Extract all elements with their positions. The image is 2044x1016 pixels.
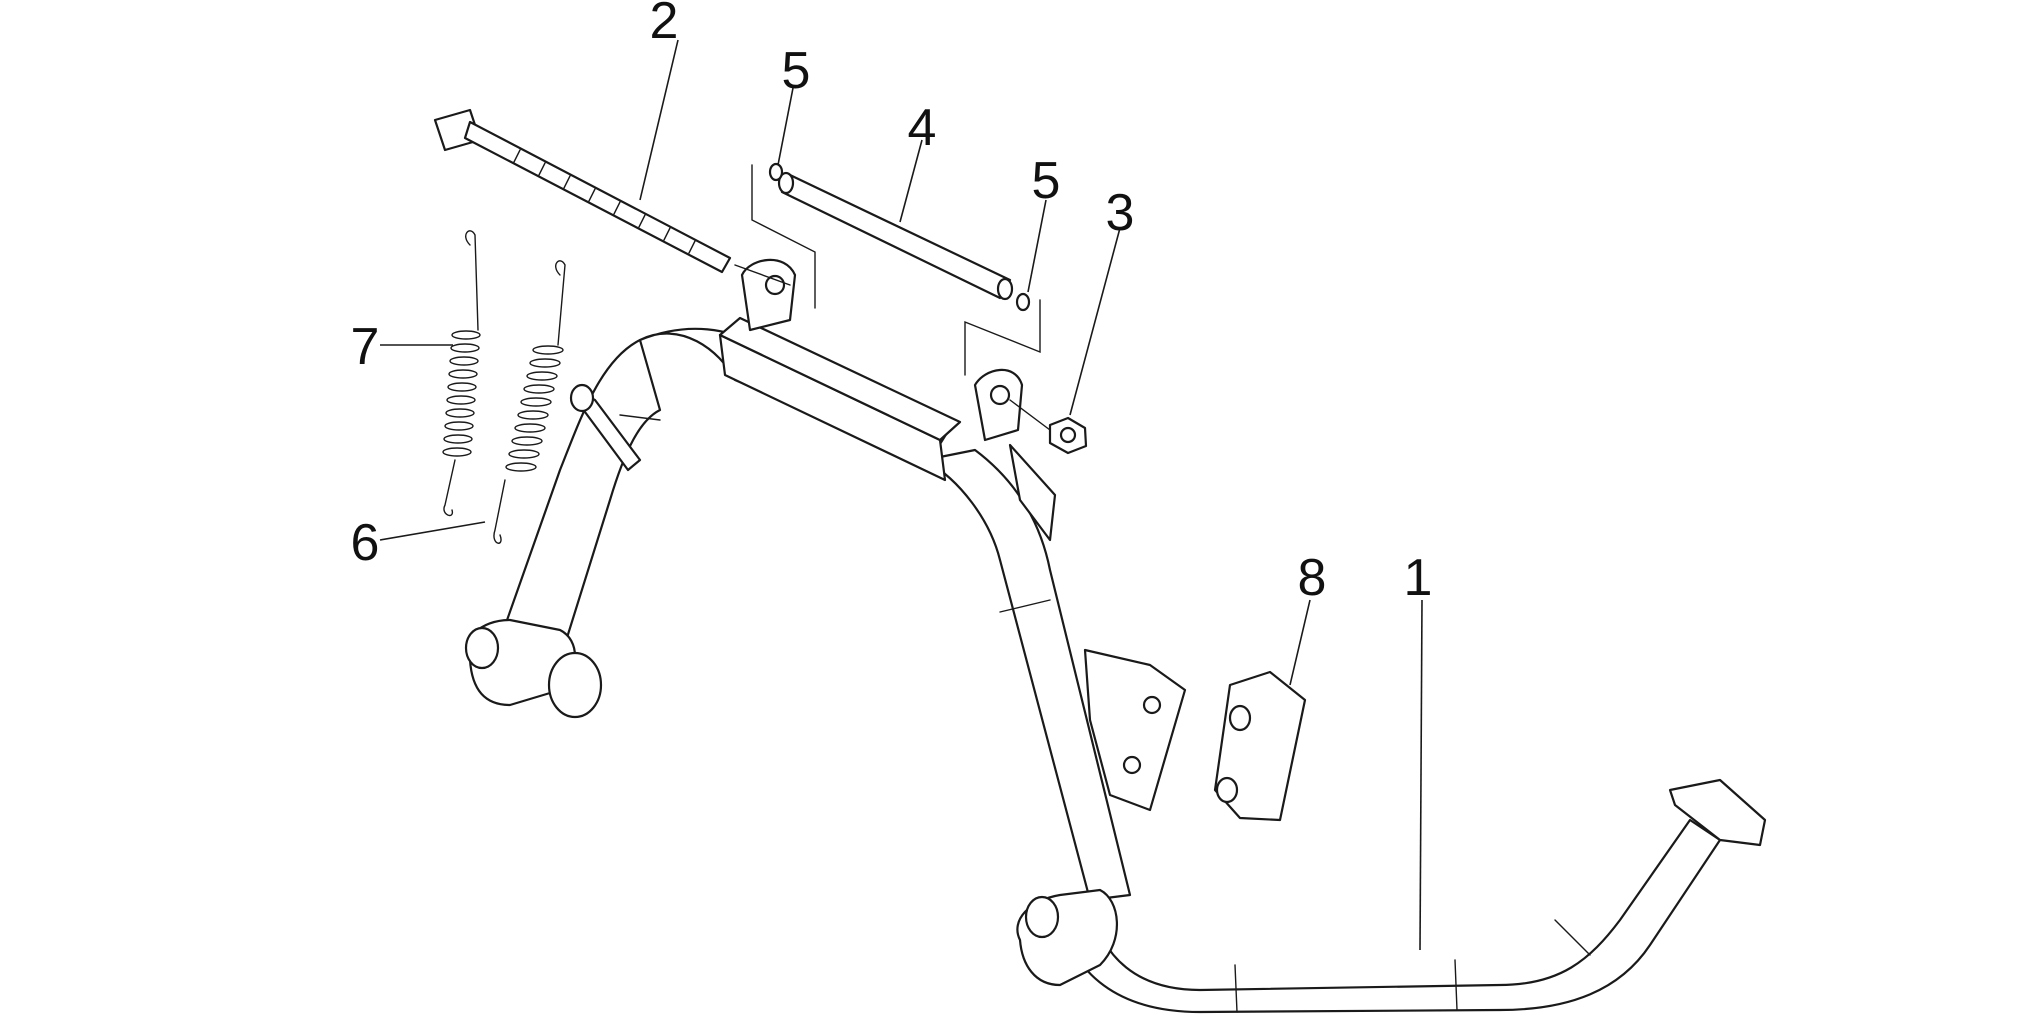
- lock-nut: [1009, 399, 1088, 455]
- spring-pin: [569, 383, 642, 472]
- spacer-tube: [777, 171, 1014, 301]
- callout-7: 7: [351, 318, 380, 376]
- callout-5-right: 5: [1032, 152, 1061, 210]
- spring-outer: [442, 230, 481, 517]
- leader-lines: [379, 39, 1423, 951]
- spring-inner: [493, 260, 566, 544]
- callout-8: 8: [1298, 549, 1327, 607]
- mounting-bracket: [1083, 648, 1187, 812]
- callout-labels: 2 5 4 5 3 7 6 8 1: [351, 0, 1433, 607]
- callout-4: 4: [908, 99, 937, 157]
- callout-6: 6: [351, 514, 380, 572]
- o-ring-left: [751, 162, 816, 309]
- center-stand-frame: [464, 258, 1767, 1014]
- pivot-bolt: [433, 108, 791, 286]
- rubber-stop: [1213, 670, 1307, 822]
- callout-5-left: 5: [782, 42, 811, 100]
- o-ring-right: [964, 292, 1041, 376]
- callout-1: 1: [1404, 549, 1433, 607]
- callout-3: 3: [1106, 184, 1135, 242]
- callout-2: 2: [650, 0, 679, 50]
